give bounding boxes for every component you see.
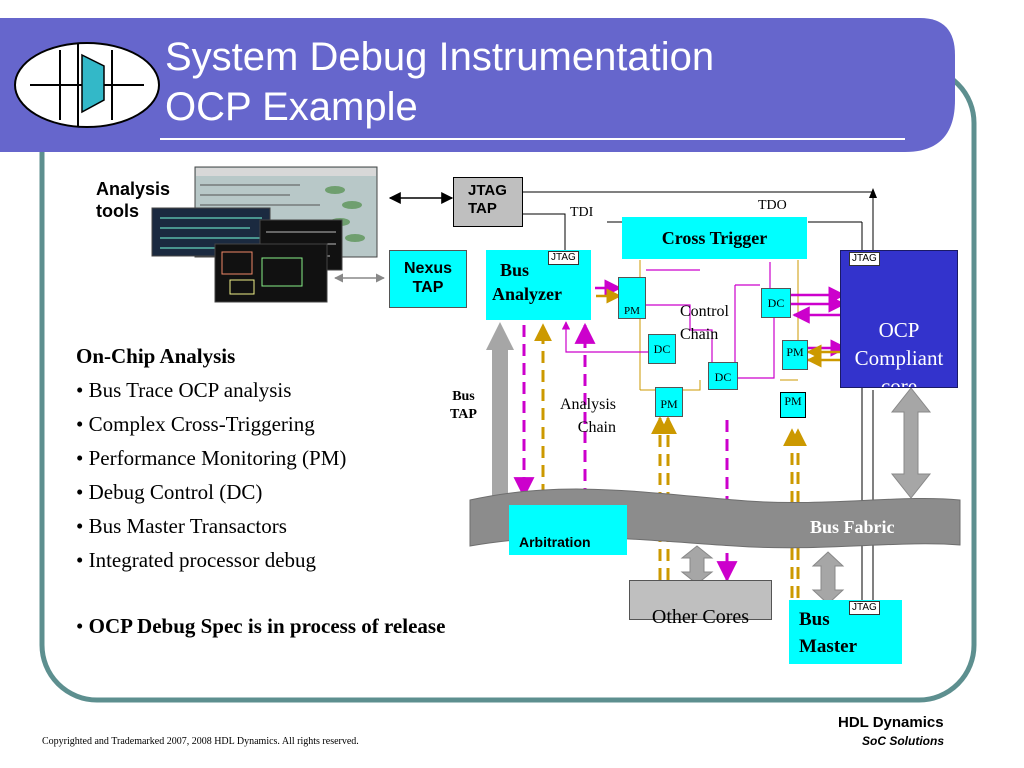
ocp-core-box: OCP Compliant core <box>840 250 958 388</box>
pm-block-3: PM <box>655 387 683 417</box>
other-cores-box: Other Cores <box>629 580 772 627</box>
footer-tagline: SoC Solutions <box>862 734 944 748</box>
bullet-note: • OCP Debug Spec is in process of releas… <box>76 614 446 638</box>
bus-tap-arrow <box>486 322 514 510</box>
dc-block-1: DC <box>761 288 791 318</box>
bullet-item: • Performance Monitoring (PM) <box>76 446 347 470</box>
footer-company: HDL Dynamics <box>838 714 944 731</box>
bullet-item: • Integrated processor debug <box>76 548 317 572</box>
jtag-tap-box: JTAG TAP <box>453 177 523 227</box>
bullet-item: • Bus Master Transactors <box>76 514 287 538</box>
bullet-item: • Complex Cross-Triggering <box>76 412 315 436</box>
control-chain-label: Control Chain <box>680 303 729 343</box>
bus-master-box: Bus Master <box>789 600 902 664</box>
bus-master-jtag-label: JTAG <box>849 601 880 615</box>
tdo-label: TDO <box>758 198 787 213</box>
bullet-item: • Debug Control (DC) <box>76 480 263 504</box>
cross-trigger-box: Cross Trigger <box>622 217 807 259</box>
dc-block-3: DC <box>708 362 738 390</box>
nexus-tap-box: Nexus TAP <box>389 250 467 308</box>
bus-fabric-label: Bus Fabric <box>810 517 895 537</box>
slide-title: System Debug Instrumentation <box>165 35 715 79</box>
core-fabric-arrow <box>890 387 932 499</box>
pm-block-2: PM <box>782 340 808 370</box>
pm-block-1: PM <box>618 277 646 319</box>
hdl-dynamics-logo-icon <box>14 42 160 128</box>
analysis-chain-label: Analysis Chain <box>560 396 616 436</box>
title-banner <box>0 18 955 152</box>
bus-analyzer-jtag-label: JTAG <box>548 251 579 265</box>
bullet-heading: On-Chip Analysis <box>76 344 236 368</box>
tdi-label: TDI <box>570 205 594 220</box>
bullet-item: • Bus Trace OCP analysis <box>76 378 292 402</box>
pm-block-4: PM <box>780 392 806 418</box>
analysis-tools-label: Analysis tools <box>96 179 171 221</box>
dc-block-2: DC <box>648 334 676 364</box>
slide-subtitle: OCP Example <box>165 85 418 129</box>
bullet-list: On-Chip Analysis • Bus Trace OCP analysi… <box>76 342 445 646</box>
footer-copyright: Copyrighted and Trademarked 2007, 2008 H… <box>42 736 359 747</box>
analysis-tools-screens <box>151 166 378 303</box>
arbitration-box: Arbitration <box>509 505 627 555</box>
ocp-core-jtag-label: JTAG <box>849 252 880 266</box>
bus-tap-label: Bus TAP <box>450 389 477 422</box>
